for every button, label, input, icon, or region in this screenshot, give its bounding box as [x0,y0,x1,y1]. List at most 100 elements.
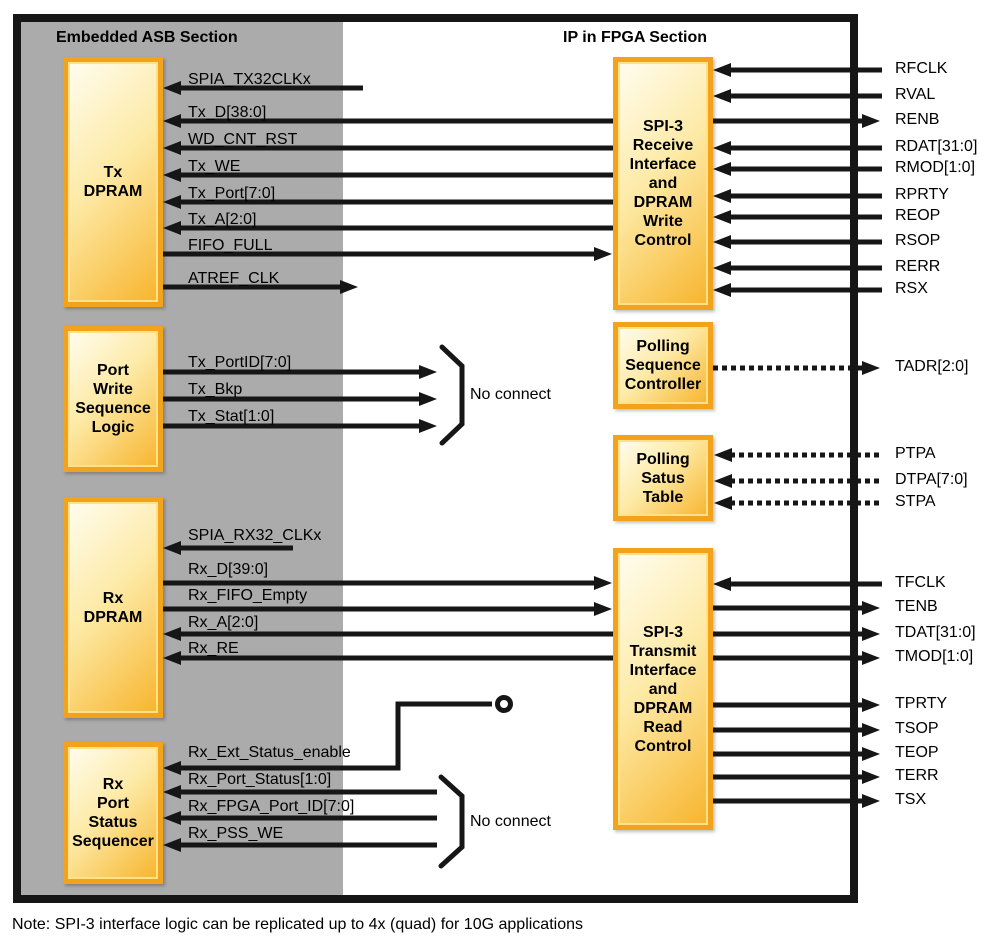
block-label-tx-dpram: Tx DPRAM [83,164,143,200]
tx-portid-arrowhead [419,365,437,379]
tx-bkp-arrowhead [419,392,437,406]
signal-label-spia-rx32-clkx: SPIA_RX32_CLKx [188,527,322,544]
rx-pss-we-arrowhead [163,838,181,852]
signal-label-dtpa: DTPA[7:0] [895,471,968,488]
signal-label-tx-bkp: Tx_Bkp [188,381,243,398]
signal-label-rsx: RSX [895,280,928,297]
signal-label-teop: TEOP [895,744,939,761]
tsx-arrowhead [862,794,880,808]
signal-label-tfclk: TFCLK [895,574,946,591]
signal-label-tenb: TENB [895,598,938,615]
block-spi3-receive-interface: SPI-3 Receive Interface and DPRAM Write … [613,57,713,310]
signal-label-rfclk: RFCLK [895,60,948,77]
no-connect-brace [438,774,465,869]
rval-arrowhead [713,89,731,103]
rx-ext-status-enable-arrowhead [163,761,181,775]
rx-ext-status-enable-wire [179,701,492,771]
signal-label-rx-ext-status-enable: Rx_Ext_Status_enable [188,744,351,761]
signal-label-rmod: RMOD[1:0] [895,159,976,176]
rfclk-arrowhead [713,63,731,77]
signal-label-tadr: TADR[2:0] [895,358,969,375]
tx-stat-arrowhead [419,419,437,433]
rmod-arrowhead [713,162,731,176]
tdat-arrowhead [862,627,880,641]
signal-label-rx-port-status: Rx_Port_Status[1:0] [188,771,332,788]
spia-tx32clkx-arrowhead [163,81,181,95]
tx-we-arrowhead [163,168,181,182]
signal-label-tmod: TMOD[1:0] [895,648,974,665]
fifo-full-arrowhead [594,247,612,261]
wd-cnt-rst-arrowhead [163,141,181,155]
signal-label-renb: RENB [895,111,940,128]
block-label-spi3-receive-interface: SPI-3 Receive Interface and DPRAM Write … [629,118,697,249]
atref-clk-arrowhead [340,280,358,294]
tenb-arrowhead [862,601,880,615]
block-spi3-transmit-interface: SPI-3 Transmit Interface and DPRAM Read … [613,548,713,830]
signal-label-rerr: RERR [895,258,941,275]
rx-fifo-empty-arrowhead [594,602,612,616]
signal-label-tx-port: Tx_Port[7:0] [188,185,276,202]
signal-label-rprty: RPRTY [895,186,949,203]
no-connect-label: No connect [470,386,551,403]
rsop-arrowhead [713,235,731,249]
rprty-arrowhead [713,189,731,203]
tadr-arrowhead [862,361,880,375]
signal-label-rx-fpga-port-id: Rx_FPGA_Port_ID[7:0] [188,798,355,815]
block-label-polling-satus-table: Polling Satus Table [636,450,690,506]
signal-label-tx-a: Tx_A[2:0] [188,211,257,228]
rsx-arrowhead [713,283,731,297]
signal-label-spia-tx32clkx: SPIA_TX32CLKx [188,71,311,88]
ptpa-arrowhead [714,448,732,462]
signal-label-tprty: TPRTY [895,695,948,712]
block-label-rx-dpram: Rx DPRAM [83,589,143,626]
renb-arrowhead [862,114,880,128]
tx-d-arrowhead [163,114,181,128]
signal-label-tsx: TSX [895,791,927,808]
block-polling-sequence-controller: Polling Sequence Controller [613,322,713,409]
signal-label-atref-clk: ATREF_CLK [188,270,280,287]
block-rx-dpram: Rx DPRAM [63,497,163,718]
block-label-rx-port-status-sequencer: Rx Port Status Sequencer [72,776,154,850]
signal-label-tsop: TSOP [895,720,939,737]
signal-label-rdat: RDAT[31:0] [895,138,978,155]
section-title-ip-in-fpga: IP in FPGA Section [563,29,708,46]
signal-label-wd-cnt-rst: WD_CNT_RST [188,131,298,148]
no-connect-brace [439,344,465,446]
block-polling-satus-table: Polling Satus Table [613,435,713,521]
signal-label-tx-stat: Tx_Stat[1:0] [188,408,275,425]
signal-label-rx-d: Rx_D[39:0] [188,561,269,578]
tmod-arrowhead [862,651,880,665]
dtpa-arrowhead [714,474,732,488]
block-label-spi3-transmit-interface: SPI-3 Transmit Interface and DPRAM Read … [629,623,697,755]
signal-label-rx-a: Rx_A[2:0] [188,614,259,631]
spia-rx32-clkx-arrowhead [163,541,181,555]
rx-a-arrowhead [163,627,181,641]
block-label-polling-sequence-controller: Polling Sequence Controller [624,338,702,393]
rdat-arrowhead [713,141,731,155]
signal-label-tx-d: Tx_D[38:0] [188,104,267,121]
signal-label-reop: REOP [895,207,941,224]
block-label-port-write-sequence-logic: Port Write Sequence Logic [75,362,151,436]
signal-label-rx-re: Rx_RE [188,640,239,657]
signal-label-stpa: STPA [895,493,936,510]
signal-label-rval: RVAL [895,86,936,103]
tx-a-arrowhead [163,221,181,235]
block-tx-dpram: Tx DPRAM [63,57,163,307]
rx-ext-status-enable-open-circle-terminator [495,695,513,713]
signal-label-rx-fifo-empty: Rx_FIFO_Empty [188,587,308,604]
tprty-arrowhead [862,698,880,712]
rx-re-arrowhead [163,651,181,665]
block-port-write-sequence-logic: Port Write Sequence Logic [63,326,163,472]
rerr-arrowhead [713,261,731,275]
signal-label-rx-pss-we: Rx_PSS_WE [188,825,284,842]
rx-fpga-port-id-arrowhead [163,811,181,825]
rx-port-status-arrowhead [163,785,181,799]
teop-arrowhead [862,747,880,761]
section-title-embedded-asb: Embedded ASB Section [56,29,238,46]
rx-d-arrowhead [594,576,612,590]
signal-label-tdat: TDAT[31:0] [895,624,976,641]
footnote: Note: SPI-3 interface logic can be repli… [12,916,583,933]
signal-label-terr: TERR [895,767,939,784]
